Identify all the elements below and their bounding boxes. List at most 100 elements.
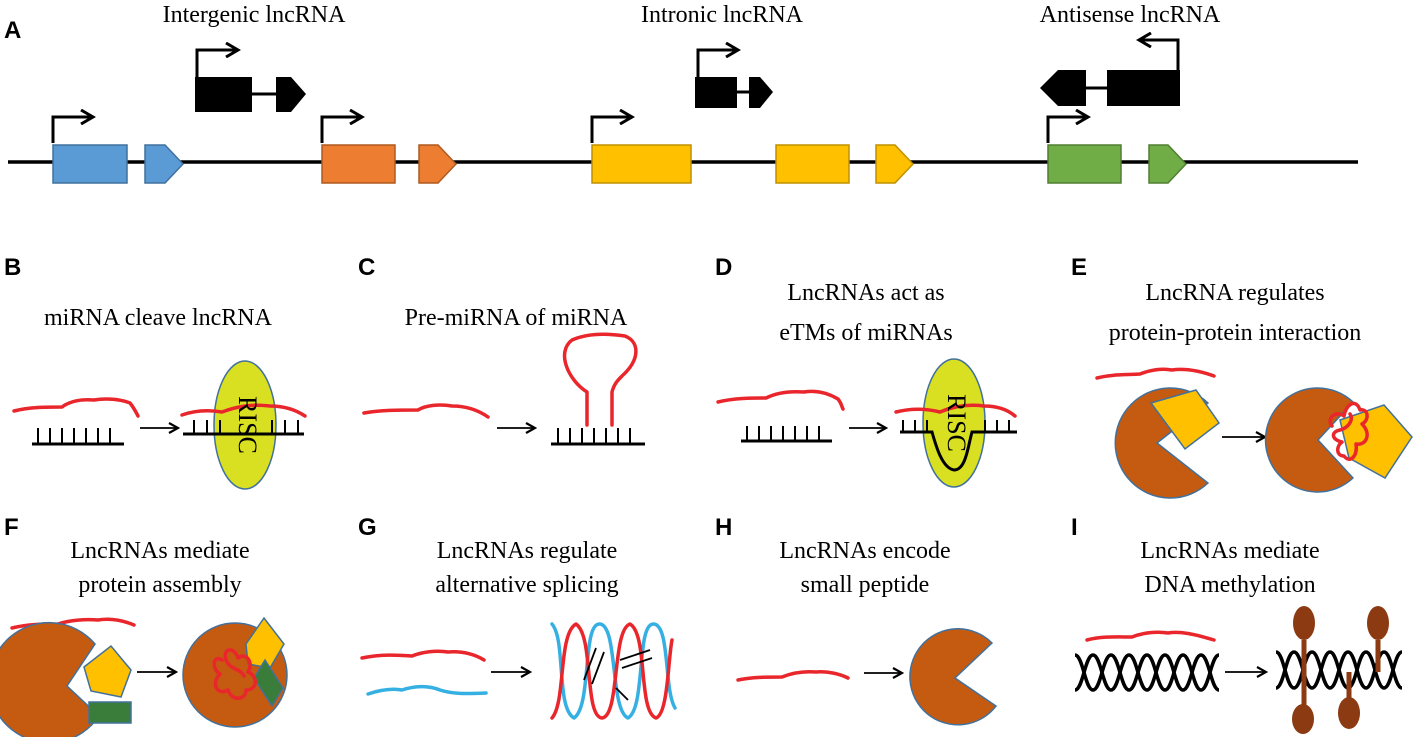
- panel-c-label: C: [358, 254, 375, 281]
- panel-e: E LncRNA regulates protein-protein inter…: [1071, 254, 1413, 499]
- intronic-title: Intronic lncRNA: [641, 2, 804, 28]
- protein-pacman: [1264, 387, 1355, 493]
- panel-b-label: B: [4, 254, 21, 281]
- exon-arrow: [1148, 144, 1188, 184]
- mirna-strand: [741, 426, 832, 443]
- exon-arrow: [418, 144, 458, 184]
- exon-arrow: [875, 144, 915, 184]
- pre-mirna-hairpin: [562, 332, 638, 427]
- exon-box: [321, 144, 396, 184]
- panel-d-label: D: [715, 254, 732, 281]
- lncrna-exon-arrow: [749, 77, 773, 108]
- dna-helix: [1074, 653, 1220, 692]
- panel-c: C Pre-miRNA of miRNA: [358, 254, 645, 446]
- panel-f-title-2: protein assembly: [78, 572, 241, 598]
- protein-pentagon: [83, 644, 132, 698]
- gene-blue: [51, 117, 185, 184]
- panel-i-title-2: DNA methylation: [1144, 572, 1315, 598]
- lncrna-strand: [360, 649, 486, 662]
- panel-c-title: Pre-miRNA of miRNA: [405, 305, 628, 331]
- methylated-dna-helix: [1275, 650, 1403, 690]
- gene-yellow: [590, 117, 915, 184]
- intronic-lncrna: [695, 50, 773, 108]
- small-peptide: [909, 628, 998, 726]
- intergenic-lncrna: [195, 50, 306, 112]
- protein-rect: [88, 701, 132, 724]
- methyl-group: [1293, 606, 1315, 640]
- antisense-title: Antisense lncRNA: [1040, 2, 1221, 28]
- promoter-arrow: [195, 50, 238, 78]
- promoter-arrow: [696, 50, 738, 78]
- promoter-arrow-reverse: [1139, 40, 1180, 70]
- lncrna-strand: [12, 397, 140, 418]
- lncrna-exon-arrow: [1040, 70, 1086, 106]
- panel-i-label: I: [1071, 514, 1078, 541]
- lncrna-strand: [1095, 367, 1216, 380]
- helix-strand-blue: [550, 622, 677, 720]
- panel-d-title-2: eTMs of miRNAs: [779, 320, 952, 346]
- panel-g-label: G: [358, 514, 377, 541]
- methyl-group: [1292, 704, 1314, 734]
- lncrna-structure: [212, 648, 257, 700]
- lncrna-exon: [1107, 70, 1180, 106]
- protein-pentagon: [1149, 389, 1221, 451]
- panel-g-title-2: alternative splicing: [435, 572, 618, 598]
- antisense-lncrna: [1040, 40, 1180, 106]
- panel-i-title: LncRNAs mediate: [1140, 538, 1319, 564]
- intergenic-title: Intergenic lncRNA: [163, 2, 347, 28]
- pairing-lines: [583, 647, 653, 701]
- panel-a: A Intergenic lncRNA Intronic lncRNA Anti…: [4, 2, 1358, 184]
- promoter-arrow: [320, 117, 362, 143]
- panel-f: F LncRNAs mediate protein assembly: [0, 514, 288, 737]
- panel-f-title: LncRNAs mediate: [70, 538, 249, 564]
- lncrna-strand: [894, 403, 1017, 418]
- panel-i: I LncRNAs mediate DNA methylation: [1071, 514, 1403, 734]
- mirna-strand: [32, 428, 124, 446]
- lncrna-strand: [716, 389, 845, 411]
- risc-label: RISC: [233, 396, 262, 454]
- panel-d: D LncRNAs act as eTMs of miRNAs RISC: [715, 254, 1017, 488]
- panel-e-label: E: [1071, 254, 1087, 281]
- lncrna-exon-arrow: [276, 77, 306, 112]
- gene-orange: [320, 117, 458, 184]
- promoter-arrow: [590, 117, 632, 143]
- panel-h-label: H: [715, 514, 732, 541]
- protein-pacman: [0, 621, 100, 737]
- panel-b-title: miRNA cleave lncRNA: [44, 305, 273, 331]
- lncrna-exon: [195, 77, 252, 112]
- risc-complex: [213, 360, 277, 490]
- panel-e-title: LncRNA regulates: [1145, 280, 1324, 306]
- panel-b: B miRNA cleave lncRNA RISC: [4, 254, 307, 490]
- methyl-groups: [1292, 606, 1389, 734]
- exon-box: [1047, 144, 1122, 184]
- lncrna-strand: [1085, 630, 1216, 642]
- panel-g-title: LncRNAs regulate: [437, 538, 618, 564]
- panel-h: H LncRNAs encode small peptide: [715, 514, 998, 726]
- gene-green: [1046, 117, 1188, 184]
- mirna-strand: [183, 420, 304, 436]
- panel-h-title-2: small peptide: [801, 572, 930, 598]
- exon-arrow: [144, 144, 185, 184]
- mirna-strand: [551, 428, 645, 446]
- promoter-arrow: [51, 117, 93, 143]
- panel-f-label: F: [4, 514, 19, 541]
- panel-a-label: A: [4, 17, 21, 44]
- panel-g: G LncRNAs regulate alternative splicing: [358, 514, 677, 720]
- pre-mrna-strand: [366, 684, 488, 696]
- lncrna-structure: [1328, 401, 1369, 461]
- etm-ticks: [902, 420, 1010, 432]
- exon-box: [52, 144, 128, 184]
- panel-d-title: LncRNAs act as: [787, 280, 944, 306]
- protein-rect: [253, 658, 284, 708]
- exon-box: [775, 144, 850, 184]
- lncrna-strand: [362, 403, 490, 419]
- exon-box: [591, 144, 692, 184]
- lncrna-strand: [736, 670, 850, 682]
- protein-pentagon: [1339, 404, 1413, 479]
- helix-strand-red: [550, 622, 674, 720]
- risc-label: RISC: [942, 394, 971, 452]
- lncrna-strand: [180, 403, 307, 418]
- lncrna-exon: [695, 77, 737, 108]
- etm-bulge: [900, 430, 1017, 472]
